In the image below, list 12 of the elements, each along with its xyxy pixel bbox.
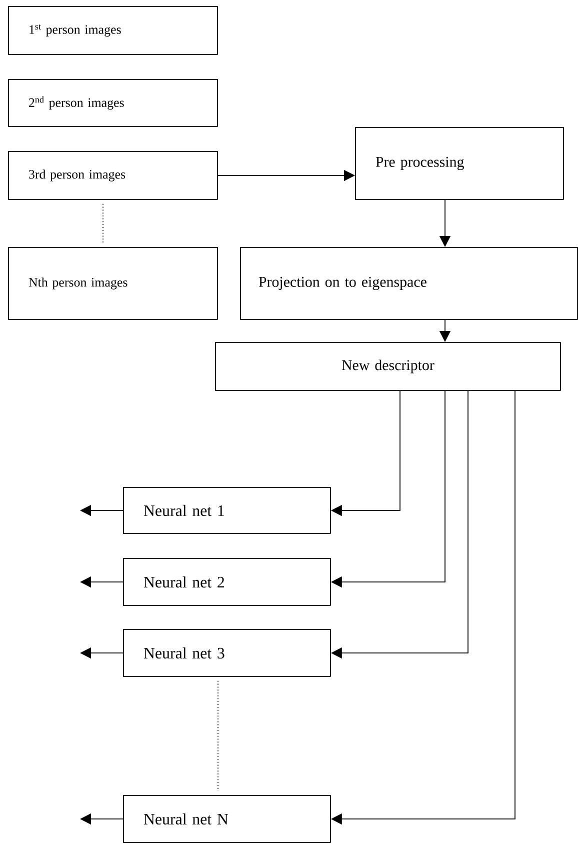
dotted-line	[102, 203, 104, 244]
process-box: Neural net 1	[123, 487, 331, 534]
process-box: 1$^{st}$ person images	[8, 6, 218, 55]
process-box: 3rd person images	[8, 151, 218, 200]
process-box: Neural net 3	[123, 629, 331, 677]
process-box: Neural net N	[123, 795, 331, 843]
process-box: Neural net 2	[123, 558, 331, 606]
process-box: Nth person images	[8, 247, 218, 320]
process-box: New descriptor	[215, 342, 561, 391]
process-box: Pre processing	[355, 127, 564, 200]
process-box: Projection on to eigenspace	[240, 247, 578, 320]
process-box: 2$^{nd}$ person images	[8, 79, 218, 127]
